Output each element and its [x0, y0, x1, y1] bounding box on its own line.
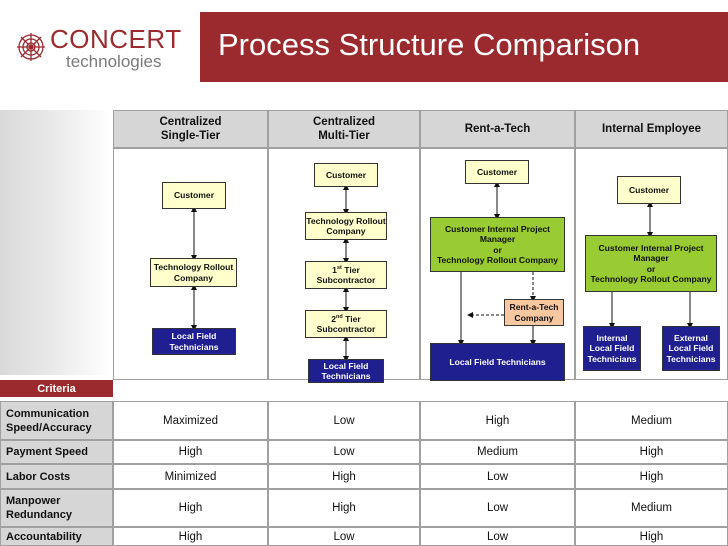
logo: CONCERT technologies [0, 12, 200, 82]
rent-a-tech-technicians-box: Local Field Technicians [430, 343, 565, 381]
table-cell: Low [268, 440, 420, 464]
internal-employee-customer-box: Customer [617, 176, 681, 204]
internal-technicians-box: Internal Local Field Technicians [583, 326, 641, 371]
table-cell: High [268, 489, 420, 527]
tier1-label: 1st Tier Subcontractor [316, 264, 376, 286]
table-row-payment-speed: Payment Speed High Low Medium High [0, 440, 728, 464]
table-cell: High [113, 489, 268, 527]
logo-word-concert: CONCERT [50, 24, 182, 54]
table-cell: High [575, 440, 728, 464]
multi-tier-rollout-box: Technology Rollout Company [305, 212, 387, 240]
table-cell: Low [420, 489, 575, 527]
table-row-manpower: Manpower Redundancy High High Low Medium [0, 489, 728, 527]
criteria-header: Criteria [0, 380, 113, 397]
rent-a-tech-company-box: Rent-a-Tech Company [504, 299, 564, 326]
table-cell: High [268, 464, 420, 489]
table-cell: High [575, 527, 728, 546]
table-cell: Low [268, 527, 420, 546]
logo-word-technologies: technologies [66, 52, 162, 71]
table-cell: Low [268, 401, 420, 440]
table-cell: Low [420, 464, 575, 489]
column-header-internal-employee: Internal Employee [575, 110, 728, 148]
table-cell: High [575, 464, 728, 489]
multi-tier-customer-box: Customer [314, 163, 378, 187]
row-label: Manpower Redundancy [0, 489, 113, 527]
single-tier-rollout-box: Technology Rollout Company [150, 258, 237, 287]
column-header-centralized-single-tier: Centralized Single-Tier [113, 110, 268, 148]
title-band: Process Structure Comparison [200, 12, 728, 82]
page-title: Process Structure Comparison [218, 27, 641, 62]
column-header-centralized-multi-tier: Centralized Multi-Tier [268, 110, 420, 148]
multi-tier-tier2-box: 2nd Tier Subcontractor [305, 310, 387, 338]
table-row-communication: Communication Speed/Accuracy Maximized L… [0, 401, 728, 440]
table-cell: Medium [420, 440, 575, 464]
internal-employee-pm-or: or [646, 263, 656, 274]
multi-tier-tier1-box: 1st Tier Subcontractor [305, 261, 387, 289]
multi-tier-technicians-box: Local Field Technicians [308, 359, 384, 383]
external-technicians-box: External Local Field Technicians [662, 326, 720, 371]
internal-employee-pm-line2: Technology Rollout Company [590, 274, 712, 284]
row-label: Communication Speed/Accuracy [0, 401, 113, 440]
table-row-accountability: Accountability High Low Low High [0, 527, 728, 546]
table-cell: Minimized [113, 464, 268, 489]
concert-logo-icon [17, 33, 45, 61]
table-cell: Maximized [113, 401, 268, 440]
rent-a-tech-pm-or: or [493, 244, 502, 255]
single-tier-technicians-box: Local Field Technicians [152, 328, 236, 355]
table-cell: High [113, 440, 268, 464]
row-label: Payment Speed [0, 440, 113, 464]
single-tier-customer-box: Customer [162, 182, 226, 209]
left-gradient-strip [0, 110, 110, 375]
table-cell: High [420, 401, 575, 440]
tier2-label: 2nd Tier Subcontractor [316, 313, 376, 335]
column-header-rent-a-tech: Rent-a-Tech [420, 110, 575, 148]
header: CONCERT technologies Process Structure C… [0, 0, 728, 90]
row-label: Labor Costs [0, 464, 113, 489]
rent-a-tech-customer-box: Customer [465, 160, 529, 184]
table-row-labor-costs: Labor Costs Minimized High Low High [0, 464, 728, 489]
rent-a-tech-pm-line1: Customer Internal Project Manager [444, 223, 551, 245]
row-label: Accountability [0, 527, 113, 546]
table-cell: Medium [575, 489, 728, 527]
internal-employee-pm-box: Customer Internal Project Manager or Tec… [585, 235, 717, 292]
rent-a-tech-pm-box: Customer Internal Project Manager or Tec… [430, 217, 565, 272]
table-cell: Medium [575, 401, 728, 440]
table-cell: Low [420, 527, 575, 546]
table-cell: High [113, 527, 268, 546]
rent-a-tech-pm-line2: Technology Rollout Company [436, 255, 559, 265]
internal-employee-pm-line1: Customer Internal Project Manager [598, 242, 704, 264]
